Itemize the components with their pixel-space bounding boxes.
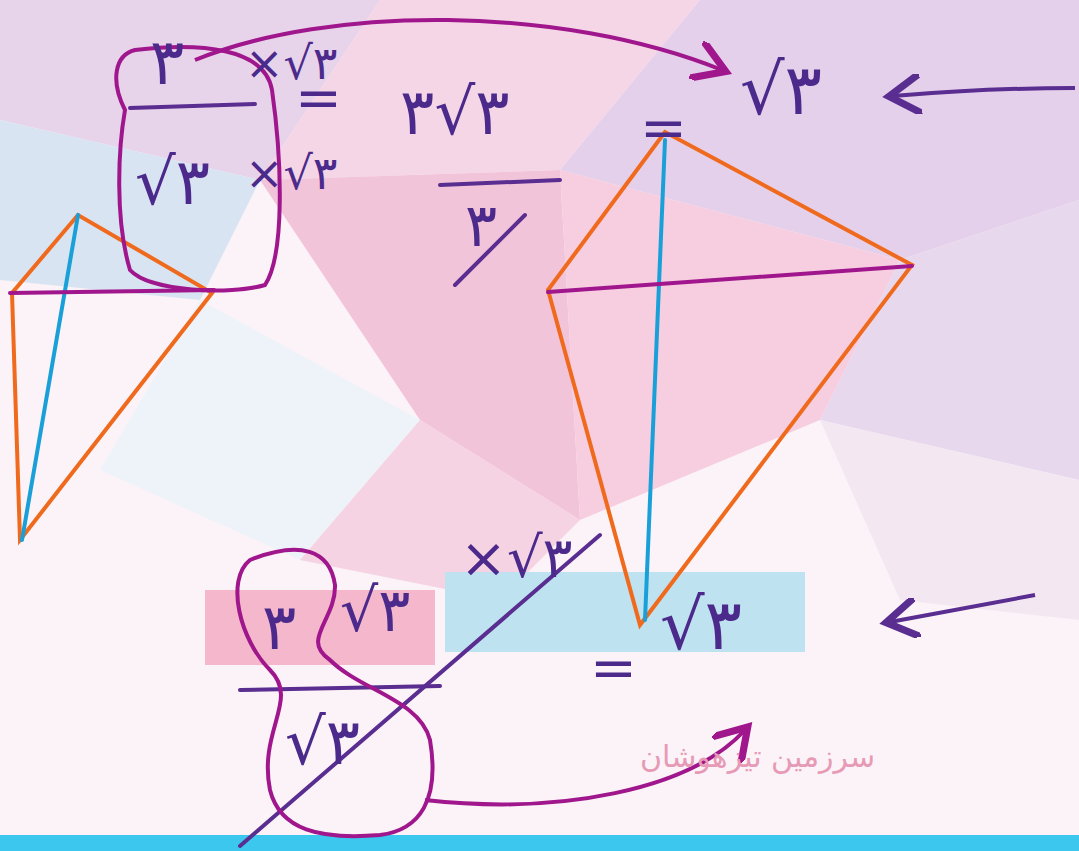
- math-term: √۳: [135, 150, 210, 214]
- math-term: ۳: [262, 595, 296, 659]
- equals-sign: =: [590, 640, 637, 696]
- math-term: ۳: [465, 195, 497, 255]
- kite-shape: [10, 215, 214, 540]
- arrow: [893, 88, 1075, 96]
- math-term: ۳: [150, 30, 184, 94]
- cancel-stroke: [240, 215, 600, 846]
- equals-sign: =: [295, 70, 342, 126]
- arrow: [890, 595, 1035, 622]
- watermark: سرزمین تیزهوشان: [640, 742, 875, 772]
- math-term: ×√۳: [245, 150, 338, 196]
- fraction-bar: [130, 104, 560, 690]
- kite-shape: [548, 132, 912, 625]
- math-term: √۳: [340, 580, 410, 640]
- math-term: ۳√۳: [400, 80, 510, 144]
- math-term: √۳: [740, 55, 822, 125]
- highlight-circle: [116, 47, 432, 836]
- math-term: √۳: [660, 590, 742, 660]
- equals-sign: =: [640, 100, 687, 156]
- math-term: √۳: [285, 710, 360, 774]
- math-term: ×√۳: [460, 530, 573, 586]
